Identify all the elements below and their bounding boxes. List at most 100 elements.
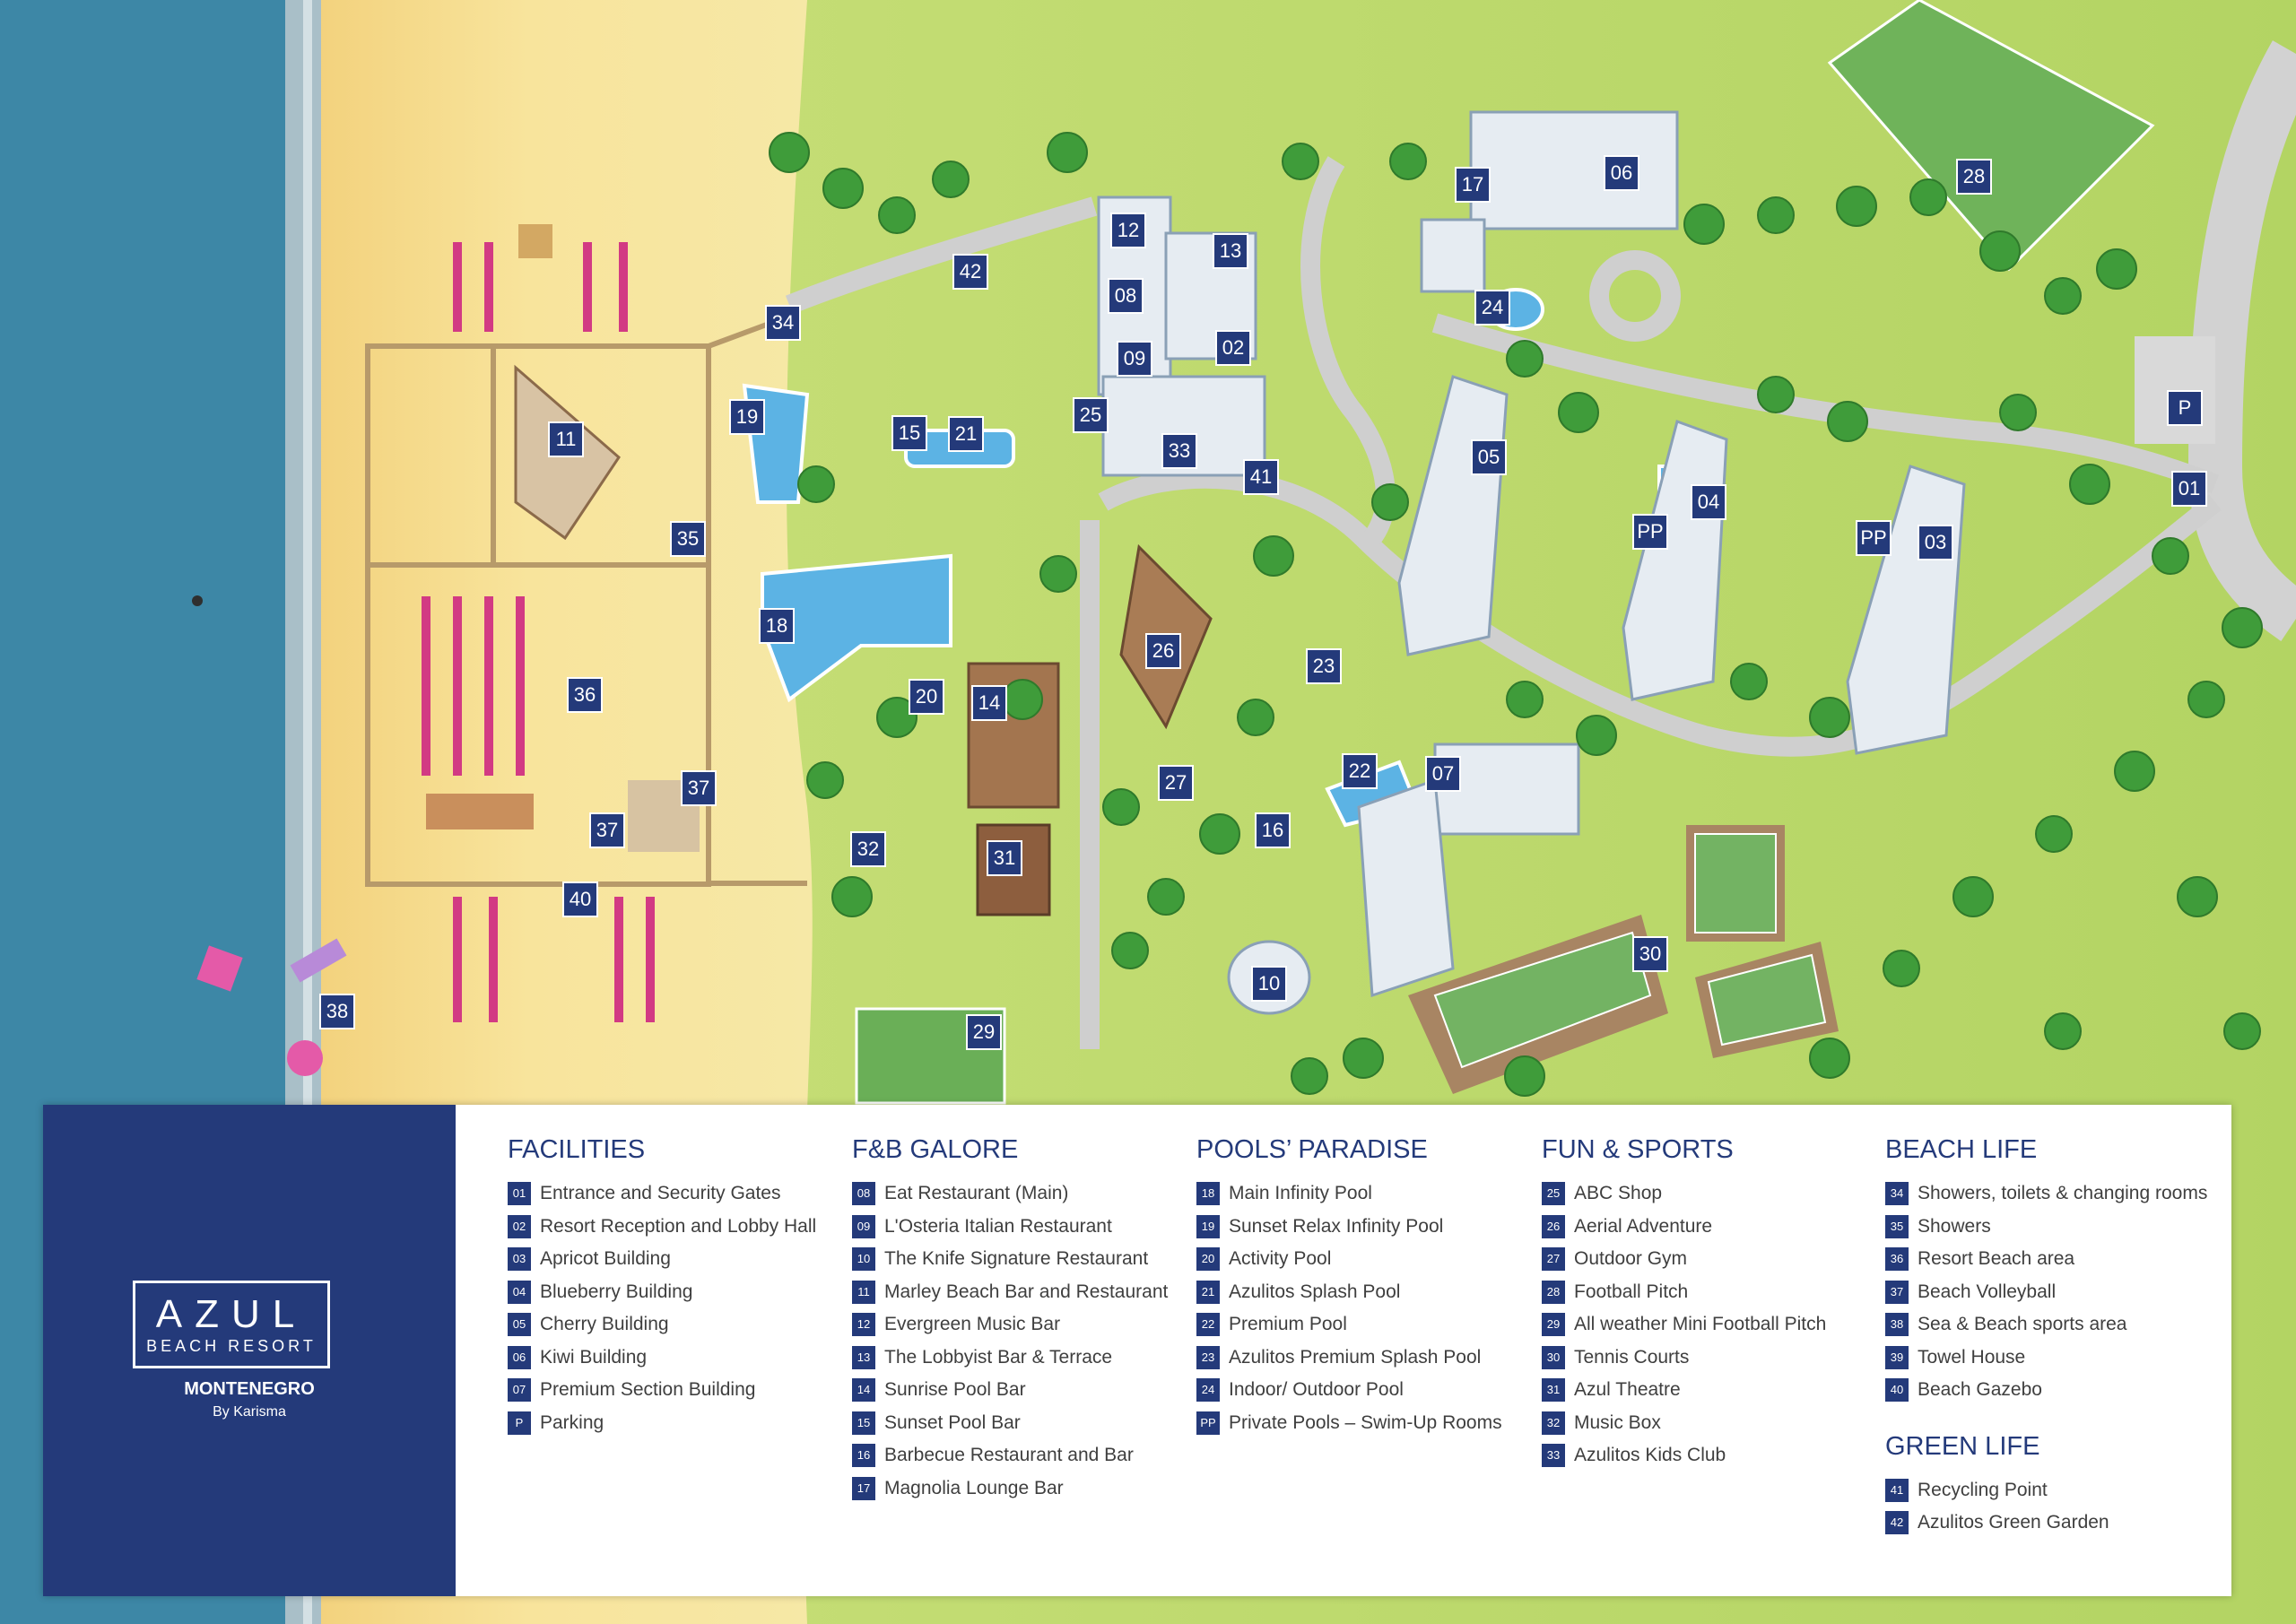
legend-item-code: 02 [508, 1214, 531, 1238]
legend-item-code: 31 [1542, 1378, 1565, 1403]
legend-item-label: Eat Restaurant (Main) [884, 1183, 1069, 1204]
legend-item-code: 13 [852, 1345, 875, 1369]
marker-38[interactable]: 38 [319, 994, 355, 1029]
brand-panel: AZUL BEACH RESORT MONTENEGRO By Karisma [43, 1105, 456, 1596]
legend-item-label: The Lobbyist Bar & Terrace [884, 1346, 1113, 1368]
legend-item: 36 Resort Beach area [1885, 1243, 2207, 1276]
legend-item-code: 06 [508, 1345, 531, 1369]
marker-11[interactable]: 11 [548, 421, 584, 457]
marker-20[interactable]: 20 [909, 679, 944, 715]
legend-item: 13 The Lobbyist Bar & Terrace [852, 1342, 1168, 1375]
marker-18[interactable]: 18 [759, 608, 795, 644]
legend-item-code: 20 [1196, 1247, 1220, 1272]
marker-12[interactable]: 12 [1110, 213, 1146, 248]
legend-item-label: Parking [540, 1411, 604, 1433]
marker-04[interactable]: 04 [1691, 484, 1726, 520]
marker-37a[interactable]: 37 [681, 770, 717, 806]
marker-22[interactable]: 22 [1342, 753, 1378, 789]
legend-item-code: 32 [1542, 1411, 1565, 1435]
marker-26[interactable]: 26 [1145, 633, 1181, 669]
legend-item-code: 38 [1885, 1313, 1909, 1337]
marker-34[interactable]: 34 [765, 305, 801, 341]
legend-item-code: 30 [1542, 1345, 1565, 1369]
legend-item-label: Azulitos Premium Splash Pool [1229, 1346, 1482, 1368]
marker-08[interactable]: 08 [1108, 278, 1144, 314]
marker-23[interactable]: 23 [1306, 648, 1342, 684]
marker-pp-b[interactable]: PP [1856, 520, 1892, 556]
marker-36[interactable]: 36 [567, 677, 603, 713]
legend-item-code: 27 [1542, 1247, 1565, 1272]
legend-item-label: Main Infinity Pool [1229, 1183, 1372, 1204]
marker-37b[interactable]: 37 [589, 812, 625, 848]
marker-19[interactable]: 19 [729, 399, 765, 435]
legend-item-code: 05 [508, 1313, 531, 1337]
legend-item-label: Resort Beach area [1918, 1248, 2075, 1270]
marker-28[interactable]: 28 [1956, 159, 1992, 195]
marker-40[interactable]: 40 [562, 881, 598, 917]
legend-item-label: Magnolia Lounge Bar [884, 1477, 1064, 1498]
legend-item-code: 36 [1885, 1247, 1909, 1272]
marker-25[interactable]: 25 [1073, 397, 1109, 433]
legend-item-label: Entrance and Security Gates [540, 1183, 781, 1204]
legend-item-code: 26 [1542, 1214, 1565, 1238]
marker-07[interactable]: 07 [1425, 756, 1461, 792]
legend-item-label: Indoor/ Outdoor Pool [1229, 1379, 1404, 1401]
marker-35[interactable]: 35 [670, 521, 706, 557]
legend-item-label: Private Pools – Swim-Up Rooms [1229, 1411, 1502, 1433]
marker-27[interactable]: 27 [1158, 765, 1194, 801]
marker-09[interactable]: 09 [1117, 341, 1152, 377]
marker-30[interactable]: 30 [1632, 936, 1668, 972]
logo-sub-text: BEACH RESORT [146, 1337, 317, 1355]
legend-item-label: All weather Mini Football Pitch [1574, 1314, 1827, 1335]
marker-32[interactable]: 32 [850, 831, 886, 867]
legend-item-label: Recycling Point [1918, 1479, 2048, 1500]
marker-10[interactable]: 10 [1251, 966, 1287, 1002]
marker-31[interactable]: 31 [987, 840, 1022, 876]
marker-03[interactable]: 03 [1918, 525, 1953, 560]
marker-15[interactable]: 15 [891, 415, 927, 451]
legend-item-code: 22 [1196, 1313, 1220, 1337]
legend-item-label: Showers [1918, 1215, 1991, 1237]
marker-05[interactable]: 05 [1471, 439, 1507, 475]
marker-02[interactable]: 02 [1215, 330, 1251, 366]
marker-41[interactable]: 41 [1243, 459, 1279, 495]
marker-24[interactable]: 24 [1474, 290, 1510, 326]
legend-item-label: Azul Theatre [1574, 1379, 1681, 1401]
legend-item-label: L'Osteria Italian Restaurant [884, 1215, 1112, 1237]
marker-16[interactable]: 16 [1255, 812, 1291, 848]
marker-21[interactable]: 21 [948, 416, 984, 452]
marker-parking[interactable]: P [2167, 390, 2203, 426]
marker-33[interactable]: 33 [1161, 433, 1197, 469]
legend-item-label: Premium Section Building [540, 1379, 756, 1401]
legend-fun-title: FUN & SPORTS [1542, 1135, 1734, 1164]
marker-14[interactable]: 14 [971, 685, 1007, 721]
logo: AZUL BEACH RESORT [133, 1281, 330, 1368]
marker-42[interactable]: 42 [952, 254, 988, 290]
marker-pp-a[interactable]: PP [1632, 514, 1668, 550]
trees [769, 132, 2263, 1097]
marker-13[interactable]: 13 [1213, 233, 1248, 269]
marker-01[interactable]: 01 [2171, 471, 2207, 507]
legend-item-label: Azulitos Green Garden [1918, 1512, 2109, 1533]
marker-06[interactable]: 06 [1604, 155, 1639, 191]
legend-item-code: 33 [1542, 1444, 1565, 1468]
legend-item-code: 39 [1885, 1345, 1909, 1369]
marker-17[interactable]: 17 [1455, 167, 1491, 203]
marker-29[interactable]: 29 [966, 1014, 1002, 1050]
